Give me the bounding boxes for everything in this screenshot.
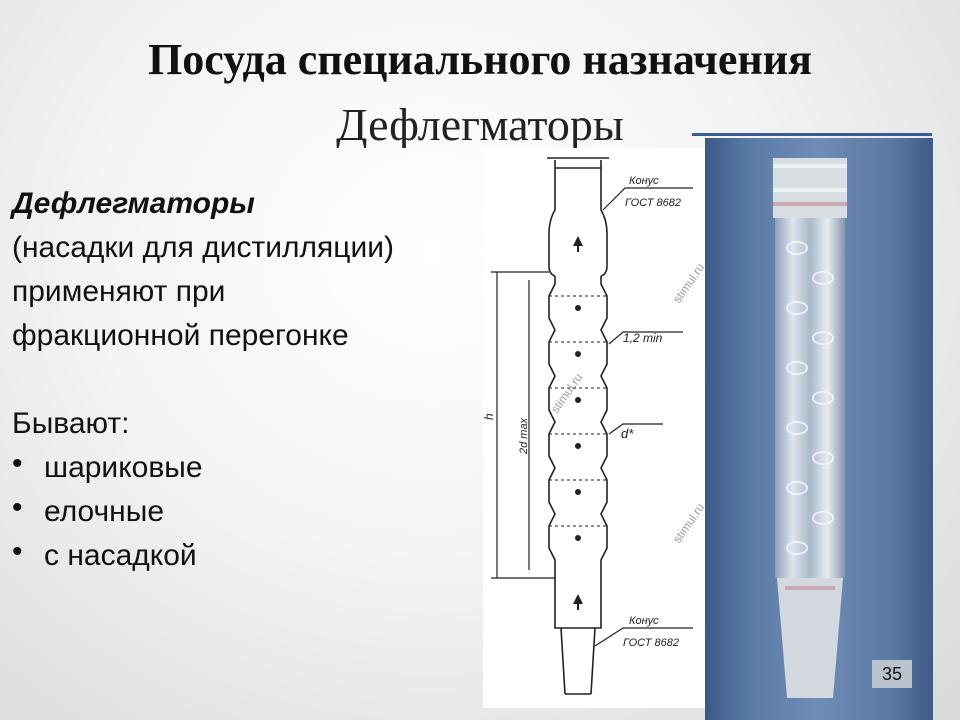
column-photo [705,138,933,720]
bullet-icon: • [12,491,23,524]
label-gost-top: ГОСТ 8682 [625,197,681,209]
list-item-text: с насадкой [44,539,197,572]
title-underline [692,133,932,136]
label-d: d* [621,426,634,441]
watermark-text: stimul.ru [670,261,705,306]
label-gost-bottom: ГОСТ 8682 [623,637,679,649]
types-label: Бывают: [12,407,130,440]
list-item-text: елочные [44,495,164,528]
glass-column-illustration [773,158,847,698]
types-list: • шариковые • елочные • с насадкой [12,446,482,578]
bullet-icon: • [12,447,23,480]
description-line: (насадки для дистилляции) [12,231,394,264]
watermark-text: stimul.ru [670,501,705,546]
bullet-icon: • [12,535,23,568]
description-line: применяют при [12,275,226,308]
list-item: • шариковые [12,446,482,490]
label-cone-top: Конус [629,175,659,187]
label-gap: 1,2 min [623,331,663,345]
content-text: Дефлегматоры (насадки для дистилляции) п… [12,182,482,578]
label-h: h [483,413,496,420]
label-2d-max: 2d max [518,417,530,455]
slide-title: Посуда специального назначения [148,35,812,84]
list-item: • елочные [12,490,482,534]
technical-drawing-svg: Конус ГОСТ 8682 1,2 min d* h 2d max Кону… [482,157,707,695]
description-line: фракционной перегонке [12,319,349,352]
column-technical-drawing: Конус ГОСТ 8682 1,2 min d* h 2d max Кону… [482,148,707,708]
list-item: • с насадкой [12,534,482,578]
slide-number: 35 [872,660,912,688]
content-heading: Дефлегматоры [12,187,255,220]
slide-subtitle-wrap: Дефлегматоры [0,94,960,148]
list-item-text: шариковые [44,451,203,484]
slide-subtitle: Дефлегматоры [336,99,624,148]
label-cone-bottom: Конус [629,615,659,627]
